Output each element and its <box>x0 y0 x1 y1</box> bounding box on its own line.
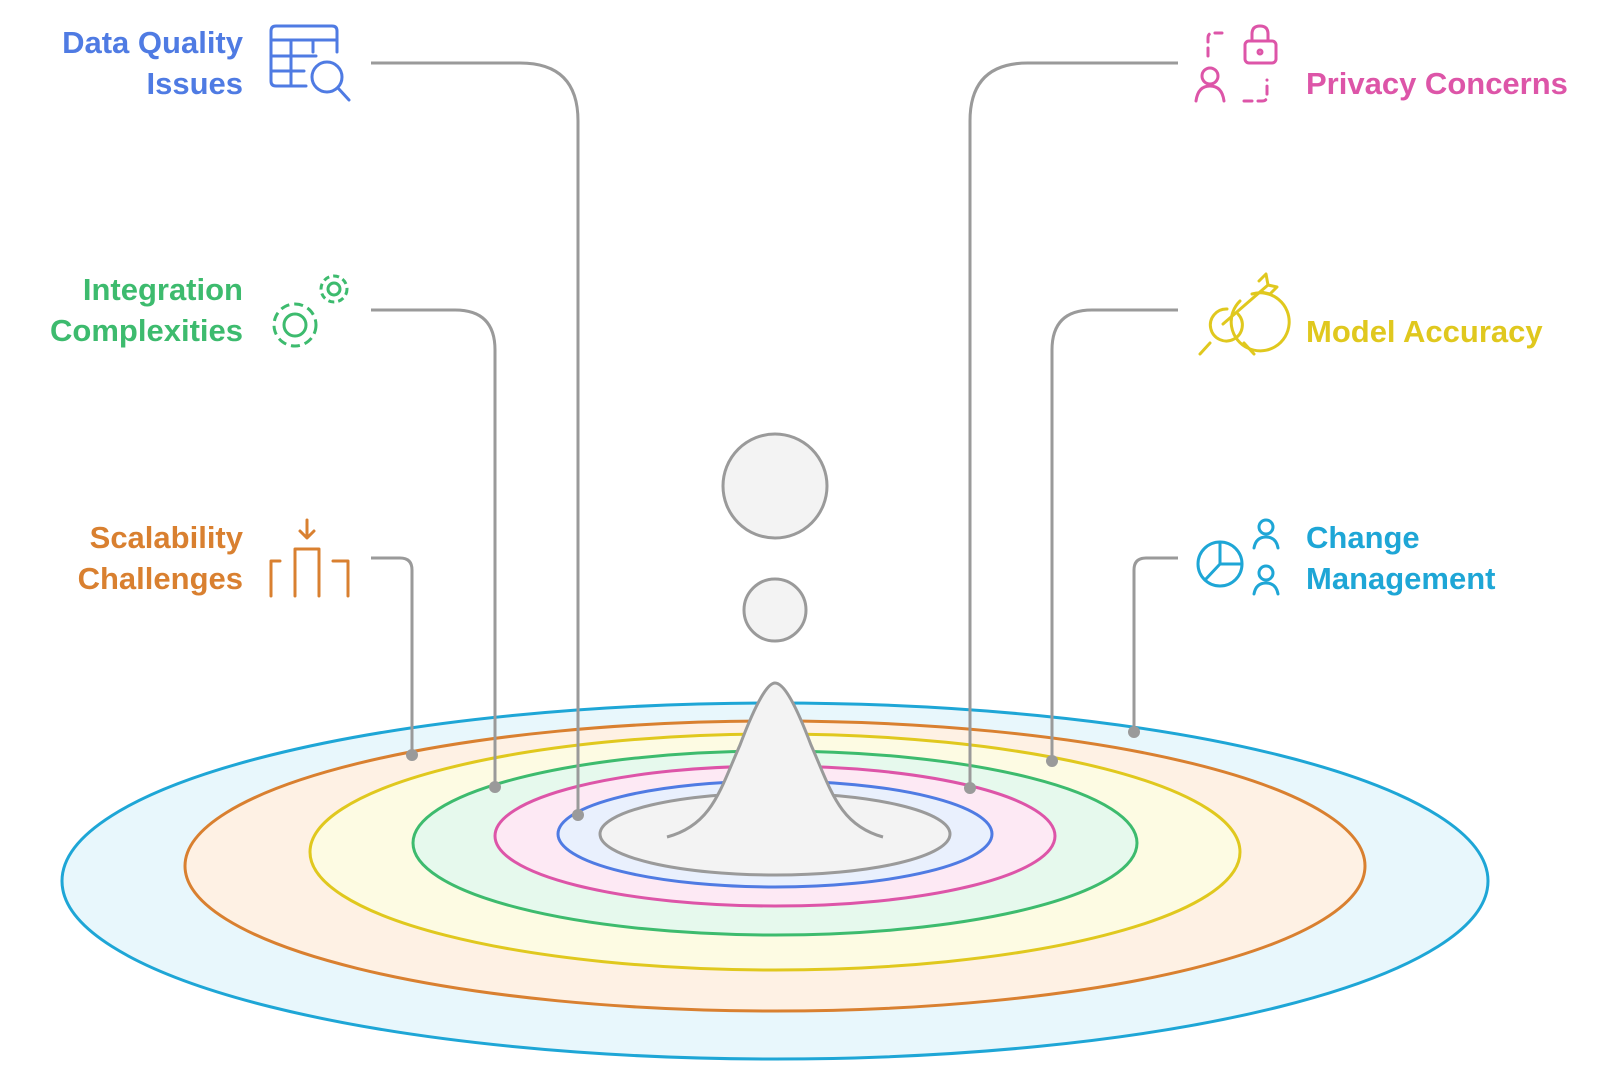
connector-dot-privacy <box>964 782 976 794</box>
table-search-icon <box>269 24 351 102</box>
connector-dot-data-quality <box>572 809 584 821</box>
connector-model-accuracy <box>1050 308 1178 761</box>
pie-chart-users-icon <box>1196 518 1280 596</box>
label-scalability-line2: Challenges <box>77 561 243 596</box>
droplet-large <box>721 432 829 540</box>
label-scalability-line1: Scalability <box>89 520 243 555</box>
label-model-accuracy: Model Accuracy <box>1306 311 1543 352</box>
connector-privacy <box>968 61 1178 788</box>
label-privacy-line1: Privacy Concerns <box>1306 66 1568 101</box>
splash-peak <box>666 681 884 839</box>
target-dart-icon <box>1198 272 1291 356</box>
label-change-management: Change Management <box>1306 517 1495 599</box>
user-lock-icon <box>1194 24 1278 103</box>
connector-dot-change-management <box>1128 726 1140 738</box>
connector-scalability <box>371 556 414 755</box>
scaling-columns-icon <box>269 518 350 598</box>
label-data-quality-line2: Issues <box>146 66 243 101</box>
label-privacy: Privacy Concerns <box>1306 63 1568 104</box>
label-integration-line2: Complexities <box>50 313 243 348</box>
label-integration-line1: Integration <box>82 272 243 307</box>
label-data-quality-line1: Data Quality <box>62 25 243 60</box>
connector-data-quality <box>371 61 580 815</box>
label-scalability: Scalability Challenges <box>78 517 243 599</box>
label-change-management-line1: Change <box>1306 520 1420 555</box>
label-data-quality: Data Quality Issues <box>62 22 243 104</box>
connector-dot-integration <box>489 781 501 793</box>
label-model-accuracy-line1: Model Accuracy <box>1306 314 1543 349</box>
connector-integration <box>371 308 497 787</box>
droplet-small <box>742 577 808 643</box>
label-change-management-line2: Management <box>1306 561 1496 596</box>
connector-dot-model-accuracy <box>1046 755 1058 767</box>
gears-icon <box>272 274 349 348</box>
connector-change-management <box>1132 556 1178 732</box>
label-integration: Integration Complexities <box>50 269 243 351</box>
connector-dot-scalability <box>406 749 418 761</box>
